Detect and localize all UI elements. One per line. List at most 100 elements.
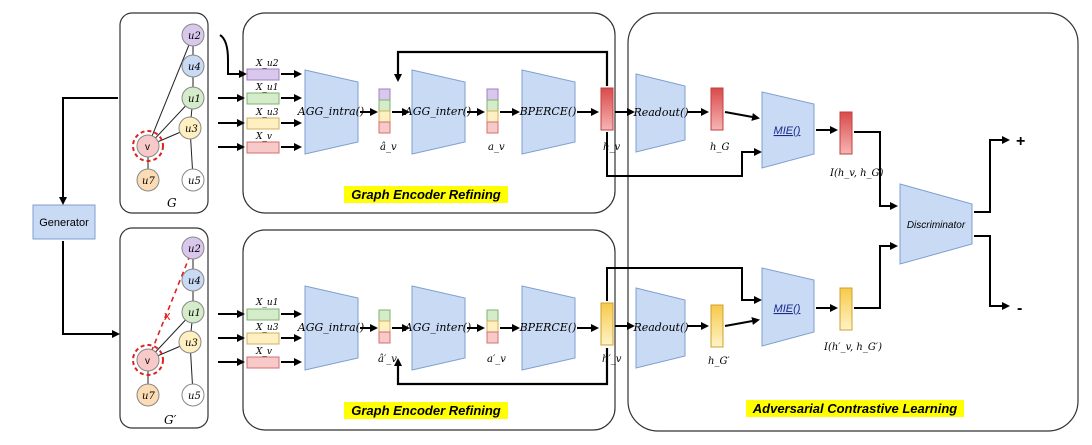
node-u7-label-b: u7	[142, 391, 155, 402]
graph-panel-bottom	[119, 227, 209, 429]
node-u2-label-b: u2	[188, 244, 201, 255]
bottom-h-vector	[600, 302, 614, 346]
generator-label: Generator	[39, 217, 89, 229]
section-right-title: Adversarial Contrastive Learning	[752, 401, 958, 416]
removed-edge-mark: x	[164, 308, 171, 323]
bottom-feedback-arrow	[394, 348, 609, 386]
top-input-label-2: X_u3	[255, 108, 279, 118]
node-u7-label: u7	[142, 176, 155, 187]
top-a-hat-vector	[378, 88, 391, 134]
top-bperce-label: BPERCE()	[519, 105, 577, 118]
discriminator-block	[899, 183, 973, 265]
top-mi-vector	[839, 111, 853, 155]
top-hg-vector	[710, 87, 724, 131]
top-a-vector	[486, 88, 499, 134]
node-v-label-b: v	[145, 356, 150, 367]
generator-block: Generator	[32, 204, 96, 240]
top-readout	[635, 73, 686, 153]
top-agg-inter-label: AGG_inter()	[404, 105, 471, 118]
top-a-hat-label: â_v	[380, 142, 397, 153]
bottom-mi-vector	[839, 287, 853, 331]
discriminator-label: Discriminator	[907, 220, 966, 231]
section-top-highlight	[344, 186, 508, 203]
bottom-readout-label: Readout()	[632, 321, 688, 334]
graph-bottom-nodes: u2 u4 u1 u3 v u7 u5 G′	[132, 236, 205, 427]
node-u5-label: u5	[188, 176, 201, 187]
top-bperce	[521, 69, 576, 155]
node-u4-label: u4	[188, 62, 201, 73]
bottom-agg-intra-label: AGG_intra()	[297, 321, 364, 334]
top-input-label-0: X_u2	[255, 59, 279, 69]
adversarial-section	[627, 12, 1079, 432]
top-h-to-mie-arrow	[606, 132, 762, 177]
top-input-label-1: X_u1	[255, 83, 278, 93]
bottom-input-label-1: X_u3	[255, 323, 279, 333]
section-bottom-highlight	[344, 402, 508, 419]
bottom-mi-to-disc-arrow	[854, 242, 898, 309]
graph-top-nodes: u2 u4 u1 u3 v u7 u5 G	[132, 23, 205, 210]
graph-bottom-title: G′	[164, 413, 177, 427]
top-a-label: a_v	[488, 142, 505, 153]
arrow-generator-to-gprime	[62, 241, 120, 338]
bottom-mie	[761, 267, 815, 347]
graph-top-title: G	[167, 196, 177, 210]
top-agg-inter	[411, 69, 466, 155]
bottom-a-hat-label: â′_v	[378, 354, 397, 365]
bottom-agg-inter	[411, 285, 466, 371]
bottom-a-hat-vector	[378, 309, 391, 344]
disc-to-plus-arrow	[974, 136, 1010, 213]
top-mi-label: I(h_v, h_G)	[829, 168, 884, 179]
removed-edge	[147, 247, 194, 361]
bottom-agg-inter-label: AGG_inter()	[404, 321, 471, 334]
node-v-label: v	[145, 142, 150, 153]
graph-panel-top	[119, 12, 209, 214]
node-u1	[181, 86, 205, 110]
top-hg-label: h_G	[710, 142, 729, 153]
node-u3-label: u3	[185, 124, 198, 135]
bottom-hg-vector	[710, 304, 724, 348]
encoder-section-bottom	[242, 229, 616, 431]
node-u3-label-b: u3	[185, 338, 198, 349]
node-v	[136, 134, 160, 158]
arrow-to-generator	[59, 97, 118, 205]
top-mie	[761, 91, 815, 169]
top-inputs: X_u2 X_u1 X_u3 X_v	[218, 34, 302, 154]
bottom-mi-label: I(h′_v, h_G′)	[823, 342, 882, 353]
bottom-bperce	[521, 285, 576, 371]
bottom-agg-intra	[304, 285, 359, 371]
section-bottom-title: Graph Encoder Refining	[351, 403, 501, 418]
minus-label: -	[1017, 300, 1022, 317]
node-u4-label-b: u4	[188, 276, 201, 287]
bottom-a-label: a′_v	[487, 354, 506, 365]
bottom-mie-label: MIE()	[774, 303, 801, 315]
top-mi-to-disc-arrow	[854, 131, 898, 210]
plus-label: +	[1016, 133, 1025, 150]
node-u4	[181, 54, 205, 78]
bottom-readout	[635, 287, 686, 369]
node-v-ring	[132, 130, 164, 162]
section-right-highlight	[746, 400, 964, 417]
bottom-a-vector	[486, 309, 499, 344]
top-input-label-3: X_v	[255, 132, 272, 142]
bottom-bperce-label: BPERCE()	[519, 321, 577, 334]
disc-to-minus-arrow	[974, 235, 1010, 310]
top-agg-intra	[304, 69, 359, 155]
node-u5-label-b: u5	[188, 391, 201, 402]
top-h-label: h_v	[603, 142, 620, 153]
bottom-hg-label: h_G′	[708, 356, 730, 367]
top-mie-label: MIE()	[774, 125, 801, 137]
top-feedback-arrow	[394, 50, 609, 86]
node-u3	[178, 116, 202, 140]
bottom-inputs: X_u1 X_u3 X_v	[218, 298, 302, 369]
node-u2-label: u2	[188, 31, 201, 42]
section-top-title: Graph Encoder Refining	[351, 187, 501, 202]
node-u7	[136, 168, 160, 192]
bottom-h-to-mie-arrow	[606, 267, 762, 304]
node-u1-label: u1	[188, 94, 201, 105]
bottom-input-label-0: X_u1	[255, 298, 278, 308]
top-readout-label: Readout()	[632, 106, 688, 119]
node-u1-label-b: u1	[188, 308, 201, 319]
bottom-input-label-2: X_v	[255, 347, 272, 357]
bottom-h-label: h′_v	[602, 354, 622, 365]
